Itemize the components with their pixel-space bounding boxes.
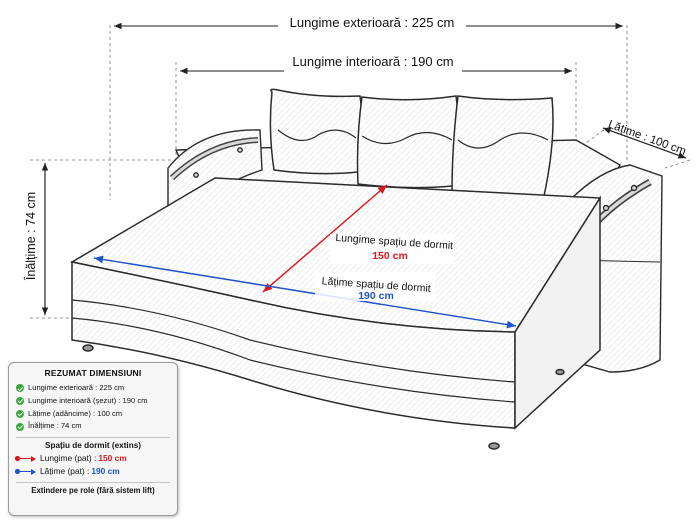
legend-sleep-length: Lungime (pat) : 150 cm: [15, 452, 170, 465]
check-icon: [16, 384, 24, 393]
summary-item: Lățime (adâncime) : 100 cm: [16, 408, 170, 421]
extension-note: Extindere pe role (fără sistem lift): [31, 486, 155, 496]
check-icon: [16, 422, 24, 431]
summary-item: Înălțime : 74 cm: [16, 420, 170, 433]
sleep-length-value: 150 cm: [372, 250, 408, 262]
legend-width-value: 190 cm: [91, 466, 120, 477]
legend-sleep-width: Lățime (pat) : 190 cm: [15, 465, 170, 478]
back-cushions: [269, 88, 554, 198]
summary-item-text: Lungime interioară (șezut) : 190 cm: [28, 395, 148, 405]
sleep-width-dimension: Lățime spațiu de dormit 190 cm: [93, 255, 517, 329]
dimensions-summary-panel: REZUMAT DIMENSIUNI Lungime exterioară : …: [8, 362, 178, 516]
legend-length-value: 150 cm: [98, 453, 127, 464]
width-label: Lățime : 100 cm: [607, 119, 688, 158]
summary-item: Lungime interioară (șezut) : 190 cm: [16, 395, 170, 408]
height-label: Înălțime : 74 cm: [23, 192, 38, 281]
blue-arrow-icon: [15, 468, 36, 476]
sleep-space-title: Spațiu de dormit (extins): [45, 441, 141, 451]
width-dimension: Lățime : 100 cm: [602, 119, 688, 159]
height-dimension: Înălțime : 74 cm: [23, 163, 49, 315]
outer-length-dimension: Lungime exterioară : 225 cm: [114, 12, 623, 32]
divider: [16, 482, 170, 484]
summary-item-text: Lățime (adâncime) : 100 cm: [28, 408, 123, 418]
bed-front: [71, 195, 601, 450]
legend-width-label: Lățime (pat) :: [40, 466, 90, 477]
legend-length-label: Lungime (pat) :: [40, 453, 97, 464]
check-icon: [16, 409, 24, 418]
divider: [16, 437, 170, 439]
sleep-width-value: 190 cm: [358, 290, 394, 302]
dimension-guides: [30, 25, 691, 319]
summary-item-text: Lungime exterioară : 225 cm: [28, 383, 125, 392]
sleep-length-dimension: Lungime spațiu de dormit 150 cm: [262, 184, 454, 293]
inner-length-dimension: Lungime interioară : 190 cm: [180, 52, 572, 75]
cushion-left: [269, 88, 363, 175]
summary-title: REZUMAT DIMENSIUNI: [44, 368, 142, 378]
summary-item-text: Înălțime : 74 cm: [28, 421, 82, 431]
outer-length-label: Lungime exterioară : 225 cm: [290, 15, 455, 30]
red-arrow-icon: [15, 455, 36, 463]
summary-item: Lungime exterioară : 225 cm: [16, 382, 170, 395]
check-icon: [16, 397, 24, 406]
inner-length-label: Lungime interioară : 190 cm: [292, 54, 453, 69]
